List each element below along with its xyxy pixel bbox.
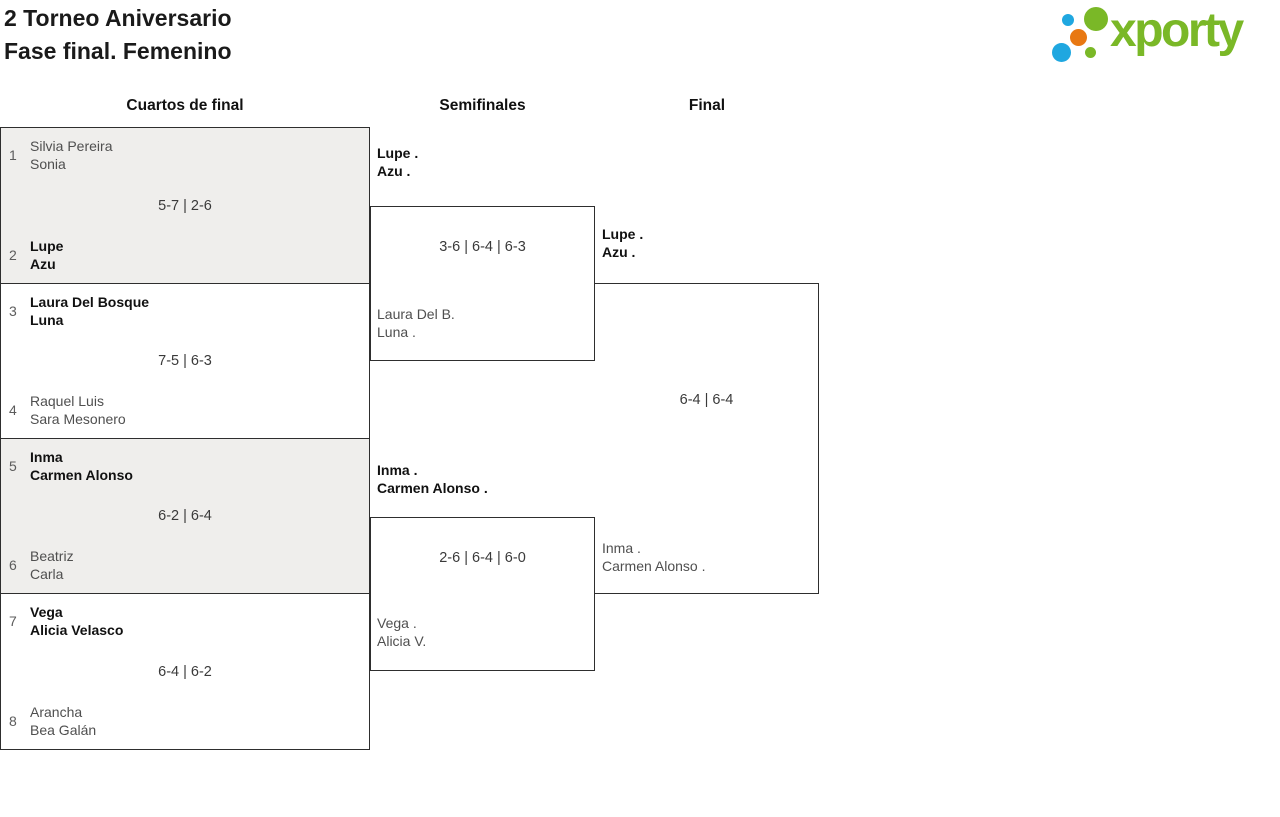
player-name: Beatriz	[30, 548, 74, 564]
player-name: Bea Galán	[30, 722, 97, 738]
tournament-name: 2 Torneo Aniversario	[4, 5, 232, 31]
match-quarterfinal-2: 3 Laura Del Bosque Luna 7-5 | 6-3 4 Raqu…	[0, 283, 370, 439]
match-score: 3-6 | 6-4 | 6-3	[439, 239, 526, 255]
team-pair: 6 Beatriz Carla	[1, 547, 74, 583]
logo-wordmark: xporty	[1110, 4, 1244, 57]
match-quarterfinal-1: 1 Silvia Pereira Sonia 5-7 | 2-6 2 Lupe …	[0, 127, 370, 284]
phase-name: Fase final. Femenino	[4, 38, 232, 64]
semifinal-2-team-top: Inma . Carmen Alonso .	[377, 461, 488, 497]
match-score: 2-6 | 6-4 | 6-0	[439, 550, 526, 566]
match-final: 6-4 | 6-4	[595, 283, 819, 594]
player-name: Arancha	[30, 704, 83, 720]
team-pair: 3 Laura Del Bosque Luna	[1, 293, 149, 329]
semifinal-2-team-bottom: Vega . Alicia V.	[377, 614, 426, 650]
team-pair: 4 Raquel Luis Sara Mesonero	[1, 392, 126, 428]
final-team-bottom: Inma . Carmen Alonso .	[602, 539, 706, 575]
player-name: Alicia V.	[377, 633, 427, 649]
player-name: Laura Del B.	[377, 306, 455, 322]
player-name: Sonia	[30, 156, 66, 172]
final-team-top: Lupe . Azu .	[602, 225, 643, 261]
player-name: Inma	[30, 449, 63, 465]
player-name: Lupe .	[602, 226, 644, 242]
logo-dot-green-small-icon	[1085, 47, 1096, 58]
round-header-semifinals: Semifinales	[439, 97, 526, 114]
player-name: Silvia Pereira	[30, 138, 113, 154]
player-name: Carmen Alonso	[30, 467, 133, 483]
seed-number: 7	[9, 613, 17, 629]
round-header-quarterfinals: Cuartos de final	[126, 97, 244, 114]
player-name: Carmen Alonso .	[377, 480, 488, 496]
logo-dot-blue-large-icon	[1052, 43, 1071, 62]
player-name: Luna .	[377, 324, 416, 340]
round-header-final: Final	[688, 97, 726, 114]
player-name: Carmen Alonso .	[602, 558, 706, 574]
player-name: Carla	[30, 566, 64, 582]
player-name: Sara Mesonero	[30, 411, 126, 427]
team-pair: 2 Lupe Azu	[1, 237, 63, 273]
player-name: Lupe .	[377, 145, 419, 161]
player-name: Lupe	[30, 238, 64, 254]
player-name: Azu .	[377, 163, 411, 179]
seed-number: 1	[9, 147, 17, 163]
player-name: Laura Del Bosque	[30, 294, 150, 310]
team-pair: 1 Silvia Pereira Sonia	[1, 137, 112, 173]
team-pair: 7 Vega Alicia Velasco	[1, 603, 123, 639]
player-name: Vega .	[377, 615, 417, 631]
match-score: 7-5 | 6-3	[158, 353, 212, 369]
match-quarterfinal-3: 5 Inma Carmen Alonso 6-2 | 6-4 6 Beatriz…	[0, 438, 370, 594]
logo-dot-blue-small-icon	[1062, 14, 1074, 26]
match-score: 6-4 | 6-4	[679, 392, 734, 408]
seed-number: 2	[9, 247, 17, 263]
match-semifinal-2: 2-6 | 6-4 | 6-0	[370, 517, 595, 671]
match-score: 6-2 | 6-4	[158, 508, 212, 524]
player-name: Inma .	[602, 540, 641, 556]
player-name: Luna	[30, 312, 64, 328]
seed-number: 8	[9, 713, 17, 729]
seed-number: 4	[9, 402, 17, 418]
team-pair: 5 Inma Carmen Alonso	[1, 448, 133, 484]
player-name: Inma .	[377, 462, 418, 478]
semifinal-1-team-bottom: Laura Del B. Luna .	[377, 305, 455, 341]
seed-number: 3	[9, 303, 17, 319]
match-semifinal-1: 3-6 | 6-4 | 6-3	[370, 206, 595, 361]
match-score: 5-7 | 2-6	[158, 197, 212, 214]
team-pair: 8 Arancha Bea Galán	[1, 703, 96, 739]
player-name: Azu .	[602, 244, 636, 260]
match-score: 6-4 | 6-2	[158, 663, 212, 680]
logo-dot-orange-icon	[1070, 29, 1087, 46]
semifinal-1-team-top: Lupe . Azu .	[377, 144, 418, 180]
player-name: Azu	[30, 256, 56, 272]
xporty-logo[interactable]	[1048, 0, 1280, 70]
seed-number: 6	[9, 557, 17, 573]
match-quarterfinal-4: 7 Vega Alicia Velasco 6-4 | 6-2 8 Aranch…	[0, 593, 370, 750]
player-name: Vega	[30, 604, 63, 620]
player-name: Alicia Velasco	[30, 622, 124, 638]
seed-number: 5	[9, 458, 17, 474]
player-name: Raquel Luis	[30, 393, 104, 409]
logo-dot-green-large-icon	[1084, 7, 1108, 31]
